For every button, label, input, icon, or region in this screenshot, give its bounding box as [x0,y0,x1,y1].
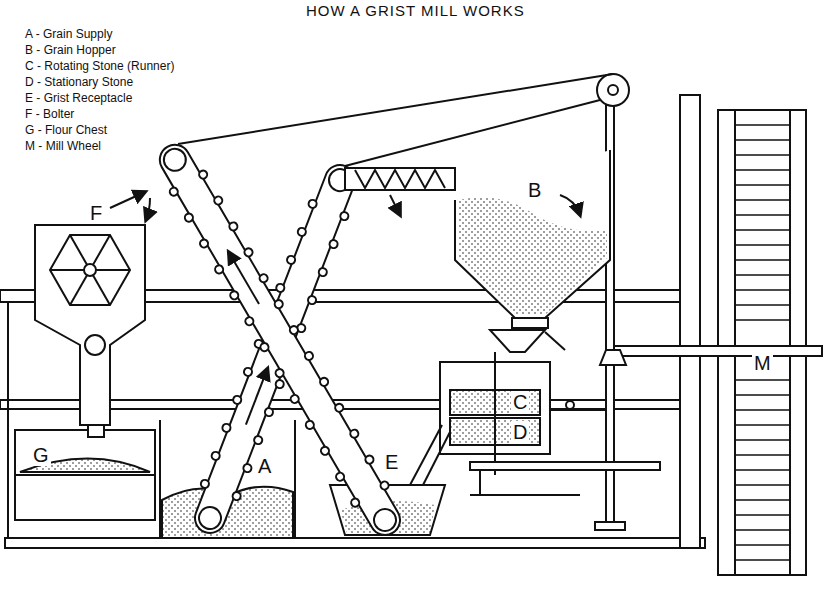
legend-entry: A - Grain Supply [25,26,112,42]
part-letter: C [511,391,529,413]
part-letter: A [256,455,273,477]
part-letter: E [383,451,400,473]
part-letter: M [752,352,773,374]
legend-entry: G - Flour Chest [25,122,107,138]
diagram-title: HOW A GRIST MILL WORKS [306,2,525,19]
legend-entry: E - Grist Receptacle [25,90,132,106]
legend-entry: C - Rotating Stone (Runner) [25,58,174,74]
legend-entry: F - Bolter [25,106,74,122]
legend-entry: M - Mill Wheel [25,138,101,154]
part-letter: B [526,179,543,201]
part-letter: G [31,444,51,466]
part-letter: F [88,202,104,224]
legend-entry: B - Grain Hopper [25,42,116,58]
part-letter: D [511,421,529,443]
legend-entry: D - Stationary Stone [25,74,133,90]
